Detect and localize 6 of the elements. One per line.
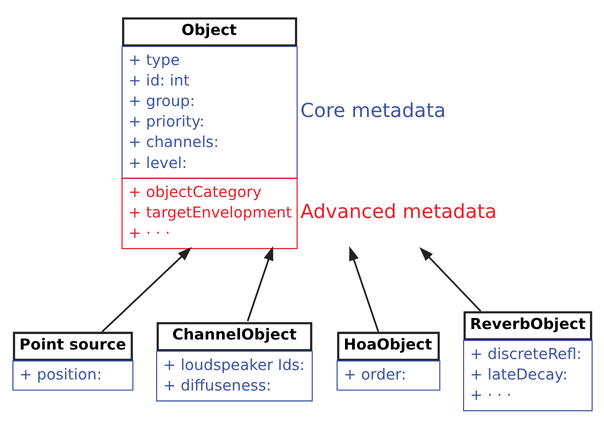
arrow (246, 246, 274, 322)
arrow (349, 246, 380, 332)
node-label: Core metadata (300, 99, 446, 122)
node-label: Advanced metadata (300, 200, 497, 224)
arrow (419, 247, 482, 312)
arrow (102, 246, 192, 332)
